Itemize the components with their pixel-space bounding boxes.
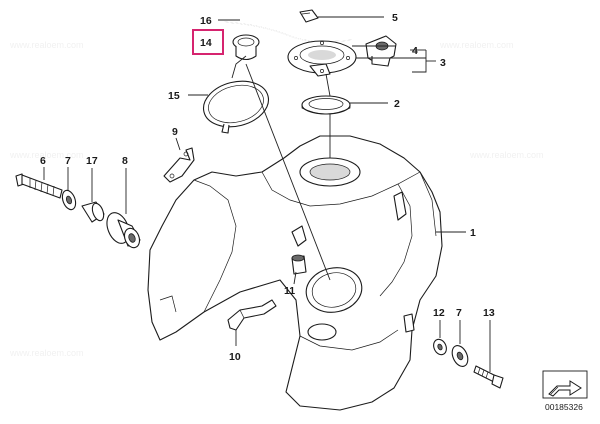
callout-15[interactable]: 15 bbox=[168, 90, 180, 102]
part-4-connector[interactable] bbox=[365, 35, 397, 67]
part-8-rubber-mount[interactable] bbox=[103, 209, 143, 249]
svg-text:www.realoem.com: www.realoem.com bbox=[9, 348, 84, 358]
callout-14-highlight-box bbox=[192, 29, 224, 55]
part-4-pump-flange[interactable] bbox=[287, 40, 357, 77]
svg-text:www.realoem.com: www.realoem.com bbox=[9, 40, 84, 50]
arrow-logo-icon bbox=[542, 370, 588, 399]
part-9-bracket[interactable] bbox=[163, 147, 195, 183]
callout-4[interactable]: 4 bbox=[412, 45, 418, 57]
part-7-washer-right[interactable] bbox=[449, 343, 471, 369]
callout-1[interactable]: 1 bbox=[470, 227, 476, 239]
callout-9[interactable]: 9 bbox=[172, 126, 178, 138]
callout-11[interactable]: 11 bbox=[284, 285, 295, 297]
callout-7-right[interactable]: 7 bbox=[456, 307, 462, 319]
callout-14[interactable]: 14 bbox=[200, 37, 212, 49]
part-11-grommet[interactable] bbox=[291, 254, 307, 275]
part-7-washer-left[interactable] bbox=[60, 189, 78, 212]
part-17-sleeve[interactable] bbox=[81, 201, 106, 223]
part-13-screw[interactable] bbox=[473, 365, 504, 389]
callout-7-left[interactable]: 7 bbox=[65, 155, 71, 167]
callout-13[interactable]: 13 bbox=[483, 307, 495, 319]
catalog-number: 00185326 bbox=[545, 402, 583, 412]
part-14-cap[interactable] bbox=[232, 34, 260, 61]
callout-8[interactable]: 8 bbox=[122, 155, 128, 167]
callout-6[interactable]: 6 bbox=[40, 155, 46, 167]
leader-lines bbox=[43, 16, 491, 372]
callout-3[interactable]: 3 bbox=[440, 57, 446, 69]
svg-text:www.realoem.com: www.realoem.com bbox=[469, 150, 544, 160]
part-6-bolt[interactable] bbox=[15, 173, 63, 199]
svg-text:www.realoem.com: www.realoem.com bbox=[9, 150, 84, 160]
part-10-clip-bracket[interactable] bbox=[227, 299, 277, 331]
callout-5[interactable]: 5 bbox=[392, 12, 398, 24]
part-12-washer[interactable] bbox=[431, 337, 448, 356]
callout-12[interactable]: 12 bbox=[433, 307, 445, 319]
part-5-clip[interactable] bbox=[299, 9, 319, 23]
part-2-seal-ring[interactable] bbox=[301, 95, 351, 115]
callout-2[interactable]: 2 bbox=[394, 98, 400, 110]
callout-17[interactable]: 17 bbox=[86, 155, 98, 167]
callout-16[interactable]: 16 bbox=[200, 15, 212, 27]
svg-text:www.realoem.com: www.realoem.com bbox=[439, 40, 514, 50]
callouts: 16 5 14 4 3 15 2 9 6 7 17 8 1 11 12 7 13… bbox=[40, 12, 495, 363]
part-15-gasket-ring[interactable] bbox=[199, 75, 274, 134]
callout-10[interactable]: 10 bbox=[229, 351, 241, 363]
